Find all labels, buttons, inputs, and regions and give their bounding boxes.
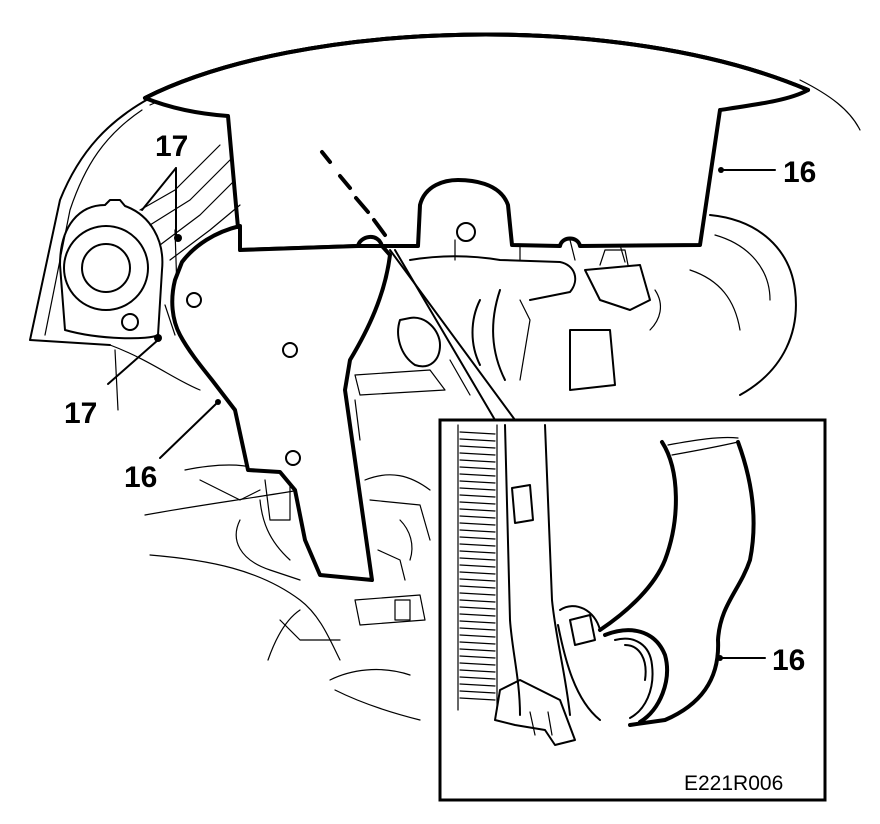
radiator-fin bbox=[459, 592, 496, 596]
radiator-fin bbox=[459, 431, 496, 435]
callout-16-top: 16 bbox=[783, 156, 816, 189]
vehicle-structure bbox=[29, 79, 861, 721]
figure-code: E221R006 bbox=[684, 772, 783, 795]
radiator-fin bbox=[459, 599, 496, 603]
radiator-fin bbox=[459, 564, 496, 568]
radiator-fin bbox=[459, 480, 496, 484]
radiator-fin bbox=[459, 662, 496, 666]
radiator-fin bbox=[459, 627, 496, 631]
callout-17-left: 17 bbox=[64, 397, 97, 430]
side-cover-panel bbox=[170, 224, 392, 582]
radiator-fin bbox=[459, 550, 496, 554]
radiator-fin bbox=[459, 536, 496, 540]
radiator-fins bbox=[457, 424, 498, 711]
radiator-fin bbox=[459, 683, 496, 687]
radiator-fin bbox=[459, 452, 496, 456]
radiator-fin bbox=[459, 487, 496, 491]
radiator-fin bbox=[459, 606, 496, 610]
radiator-fin bbox=[459, 501, 496, 505]
radiator-fin bbox=[459, 641, 496, 645]
radiator-fin bbox=[459, 438, 496, 442]
engine-bay-details bbox=[354, 239, 662, 396]
lamp-bracket bbox=[59, 144, 241, 342]
radiator-fin bbox=[459, 557, 496, 561]
radiator-fin bbox=[459, 508, 496, 512]
radiator-fin bbox=[459, 543, 496, 547]
fastener-dot bbox=[154, 334, 162, 342]
radiator-fin bbox=[459, 697, 496, 701]
inset-detail bbox=[438, 418, 827, 802]
radiator-fin bbox=[459, 613, 496, 617]
radiator-fin bbox=[459, 445, 496, 449]
radiator-fin bbox=[459, 522, 496, 526]
radiator-fin bbox=[459, 585, 496, 589]
leader-lines bbox=[107, 150, 776, 459]
radiator-fin bbox=[459, 466, 496, 470]
radiator-fin bbox=[459, 690, 496, 694]
radiator-fin bbox=[459, 655, 496, 659]
radiator-fin bbox=[459, 669, 496, 673]
radiator-fin bbox=[459, 529, 496, 533]
radiator-fin bbox=[459, 578, 496, 582]
radiator-fin bbox=[459, 634, 496, 638]
radiator-fin bbox=[459, 473, 496, 477]
callout-16-left: 16 bbox=[124, 461, 157, 494]
radiator-fin bbox=[459, 494, 496, 498]
upper-cover-panel bbox=[143, 32, 810, 252]
radiator-fin bbox=[459, 620, 496, 624]
radiator-fin bbox=[459, 676, 496, 680]
callout-16-inset: 16 bbox=[772, 644, 805, 677]
radiator-fin bbox=[459, 648, 496, 652]
radiator-fin bbox=[459, 459, 496, 463]
radiator-fin bbox=[459, 515, 496, 519]
callout-17-top: 17 bbox=[155, 130, 188, 163]
radiator-fin bbox=[459, 571, 496, 575]
